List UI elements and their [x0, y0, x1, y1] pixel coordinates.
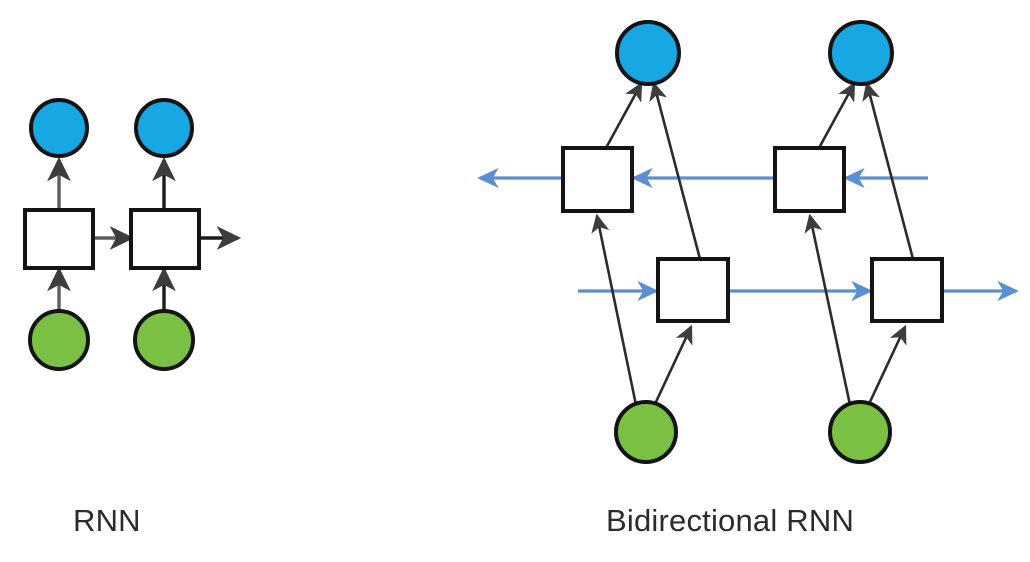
bi-input-node-1: [614, 400, 678, 464]
bi-backward-cell-2: [773, 146, 846, 213]
edge-bi-input1-to-fwd-cell1: [653, 324, 693, 405]
edge-bi-input2-to-bwd-cell2: [804, 213, 852, 406]
rnn-input-node-1: [28, 309, 90, 371]
panel-bidirectional-rnn: [477, 20, 1019, 464]
bi-input-edges-t2: [804, 213, 907, 406]
bi-input-node-2: [828, 400, 892, 464]
bi-forward-cell-2: [870, 257, 944, 323]
edge-bi-bwd-cell2-to-output2: [817, 81, 856, 149]
bi-input-edges-t1: [591, 213, 693, 406]
edge-bi-bwd-cell1-to-output1: [604, 81, 643, 149]
bi-backward-cell-1: [561, 146, 634, 213]
rnn-output-node-2: [134, 98, 194, 158]
rnn-cell-1: [23, 208, 95, 270]
edge-bi-input2-to-fwd-cell2: [867, 324, 907, 405]
rnn-output-edges: [47, 156, 176, 210]
bi-output-edges-t2: [817, 81, 915, 260]
rnn-input-node-2: [133, 309, 195, 371]
edge-bi-fwd-cell1-to-output1: [649, 81, 702, 260]
panel-rnn: [23, 98, 242, 371]
panel-label-bidirectional-rnn: Bidirectional RNN: [606, 503, 855, 538]
rnn-output-node-1: [29, 98, 89, 158]
panel-label-rnn: RNN: [73, 503, 141, 538]
edge-bi-fwd-cell2-to-output2: [862, 81, 915, 260]
bi-output-node-1: [615, 20, 681, 86]
bi-output-edges-t1: [604, 81, 702, 260]
rnn-cell-2: [129, 208, 201, 270]
rnn-input-edges: [47, 266, 176, 312]
bi-output-node-2: [828, 20, 894, 86]
bi-forward-cell-1: [656, 257, 730, 323]
edge-bi-input1-to-bwd-cell1: [591, 213, 638, 406]
